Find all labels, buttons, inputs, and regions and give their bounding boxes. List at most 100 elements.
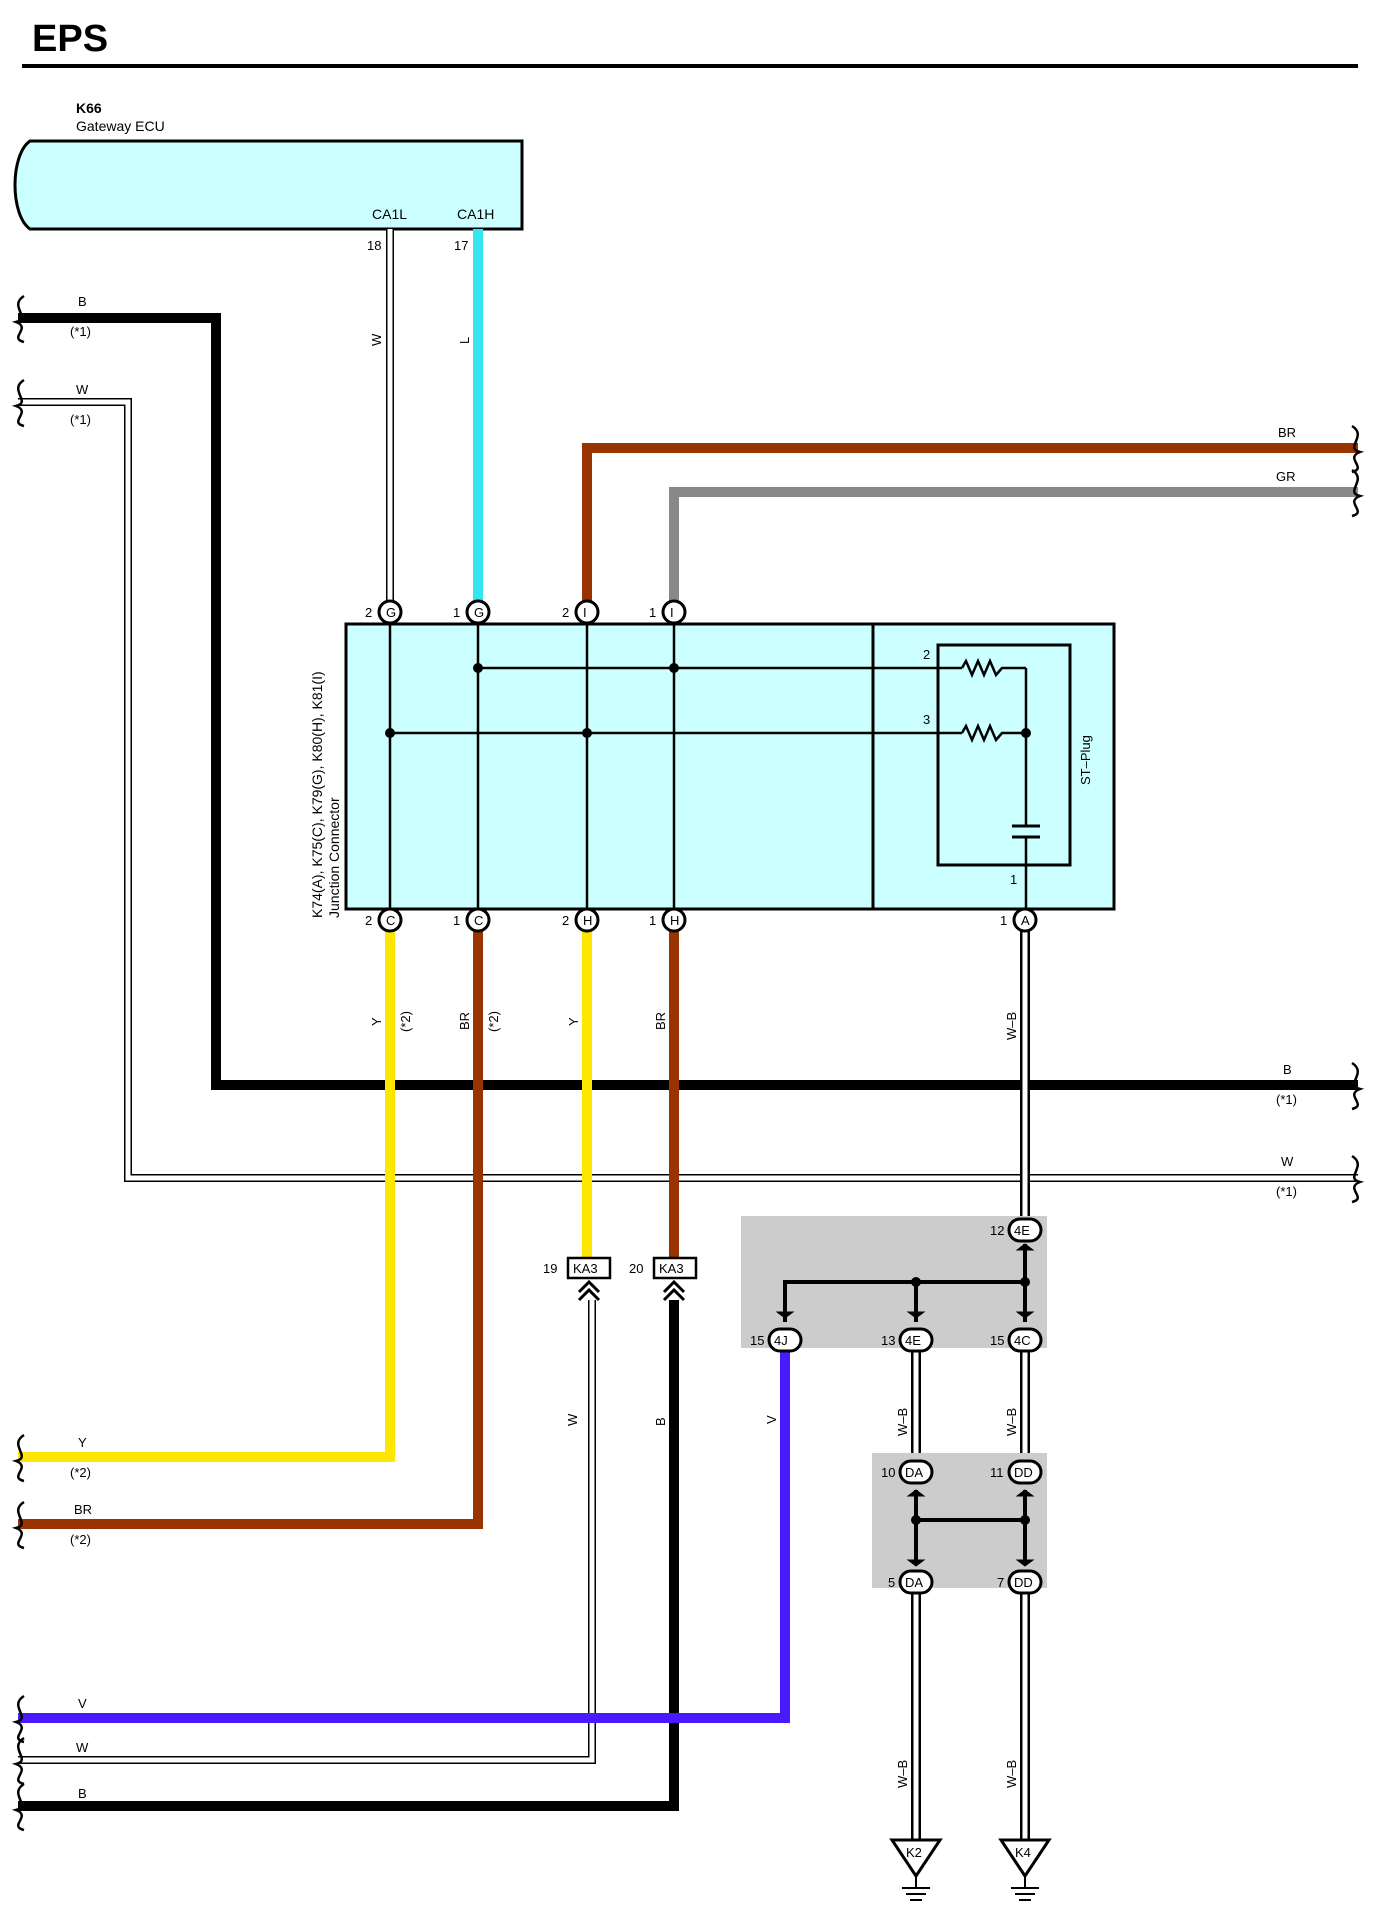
pin-letter: G xyxy=(474,605,484,620)
label-left-y-note: (*2) xyxy=(70,1465,91,1480)
label-left-w-note: (*1) xyxy=(70,412,91,427)
ground-wires xyxy=(911,1588,1030,1840)
pin-number: 2 xyxy=(562,913,569,928)
resistor-upper xyxy=(960,657,1026,679)
splice-number: 11 xyxy=(990,1465,1004,1480)
label-h1-br: BR xyxy=(653,1012,668,1030)
splice-oval xyxy=(1007,1217,1043,1243)
splice-arrow xyxy=(775,1311,795,1319)
pin-circle xyxy=(574,907,600,933)
pin-letter: C xyxy=(386,913,395,928)
pin-number: 1 xyxy=(1000,913,1007,928)
splice-number: 15 xyxy=(990,1333,1004,1348)
gateway-ecu: K66 Gateway ECU CA1L CA1H 18 17 xyxy=(13,100,524,253)
junction-top-pin: G2 xyxy=(365,599,403,625)
label-right-b-note: (*1) xyxy=(1276,1092,1297,1107)
splice-oval xyxy=(767,1327,803,1353)
ground-triangle-k4 xyxy=(998,1838,1052,1879)
splice-number: 13 xyxy=(881,1333,895,1348)
label-left-b-note: (*1) xyxy=(70,324,91,339)
label-4c15-wb: W–B xyxy=(1004,1408,1019,1436)
ground-code-k4: K4 xyxy=(1015,1845,1031,1860)
splice-arrow xyxy=(1015,1243,1035,1251)
wire-labels: B (*1) W (*1) Y (*2) BR (*2) V W B BR GR… xyxy=(70,294,1297,1801)
junction-top-pin: G1 xyxy=(453,599,491,625)
splice-arrow xyxy=(906,1559,926,1567)
resistor-lower xyxy=(960,722,1026,744)
splice-oval xyxy=(1007,1459,1043,1485)
splice-oval xyxy=(1007,1569,1043,1595)
ka3-code-19: KA3 xyxy=(573,1261,598,1276)
pin-letter: A xyxy=(1021,913,1030,928)
junction-name: Junction Connector xyxy=(326,797,342,918)
label-4j-v: V xyxy=(764,1415,779,1424)
wire-w-main-inner xyxy=(18,399,1358,1181)
splice-connector: 4E 13 xyxy=(881,1327,934,1353)
pin-number: 1 xyxy=(453,913,460,928)
splice-arrow xyxy=(1015,1489,1035,1497)
splice-connector: DD7 xyxy=(997,1569,1043,1595)
ka3-num-20: 20 xyxy=(629,1261,643,1276)
ka3-arrow-20 xyxy=(662,1279,686,1302)
splice-arrow xyxy=(906,1311,926,1319)
splice-oval xyxy=(898,1569,934,1595)
label-left-w: W xyxy=(76,382,89,397)
break-mark xyxy=(11,1500,25,1550)
splice-wires-wb xyxy=(911,1348,1030,1453)
pin-letter: I xyxy=(670,605,674,620)
pin-number: 2 xyxy=(365,605,372,620)
label-right-w-note: (*1) xyxy=(1276,1184,1297,1199)
splice-oval xyxy=(1007,1327,1043,1353)
break-mark xyxy=(1351,468,1365,518)
label-left-v: V xyxy=(78,1696,87,1711)
pin-number: 1 xyxy=(649,605,656,620)
wire-br-c1 xyxy=(18,920,483,1529)
wire-b-ka3 xyxy=(18,1300,679,1811)
label-c1-note: (*2) xyxy=(486,1011,501,1032)
label-dd7-wb: W–B xyxy=(1004,1760,1019,1788)
label-c1-br: BR xyxy=(457,1012,472,1030)
pin-circle xyxy=(465,907,491,933)
junction-bottom-pin: C2 xyxy=(365,907,403,933)
splice-oval xyxy=(898,1327,934,1353)
pin-letter: I xyxy=(583,605,587,620)
splice-connector: DA 10 xyxy=(881,1459,934,1485)
label-ecu-l: L xyxy=(457,337,472,344)
splice-arrow xyxy=(1015,1559,1035,1567)
wire-gr-top xyxy=(669,487,1358,612)
pin-letter: H xyxy=(583,913,592,928)
label-h2-y: Y xyxy=(566,1017,581,1026)
splice-code: 4E xyxy=(1014,1223,1030,1238)
label-right-w: W xyxy=(1281,1154,1294,1169)
label-ka3-w: W xyxy=(565,1413,580,1426)
st-plug-inner xyxy=(936,643,1072,867)
ecu-pin-number-17: 17 xyxy=(454,238,468,253)
wire-w-ka3-inner xyxy=(18,1300,595,1763)
ka3-box-19 xyxy=(566,1256,612,1280)
wire-b-main xyxy=(18,313,1358,1090)
splice-code: 4E xyxy=(905,1333,921,1348)
junction-dot xyxy=(582,728,592,738)
ka3-box-20 xyxy=(652,1256,698,1280)
pin-circle xyxy=(661,599,687,625)
wire-br-top xyxy=(582,443,1358,612)
st-plug-pin-3: 3 xyxy=(923,712,930,727)
ecu-pin-label-ca1l: CA1L xyxy=(372,206,407,222)
wire-break-marks xyxy=(11,294,1365,1832)
ka3-code-20: KA3 xyxy=(659,1261,684,1276)
pin-circle xyxy=(574,599,600,625)
break-mark xyxy=(11,294,25,344)
break-mark xyxy=(1351,1061,1365,1111)
break-mark xyxy=(11,378,25,428)
splice-code: DA xyxy=(905,1465,923,1480)
splice-number: 10 xyxy=(881,1465,895,1480)
label-left-br: BR xyxy=(74,1502,92,1517)
label-left-w2: W xyxy=(76,1740,89,1755)
ecu-code: K66 xyxy=(76,100,102,116)
ground-code-k2: K2 xyxy=(906,1845,922,1860)
label-da5-wb: W–B xyxy=(895,1760,910,1788)
